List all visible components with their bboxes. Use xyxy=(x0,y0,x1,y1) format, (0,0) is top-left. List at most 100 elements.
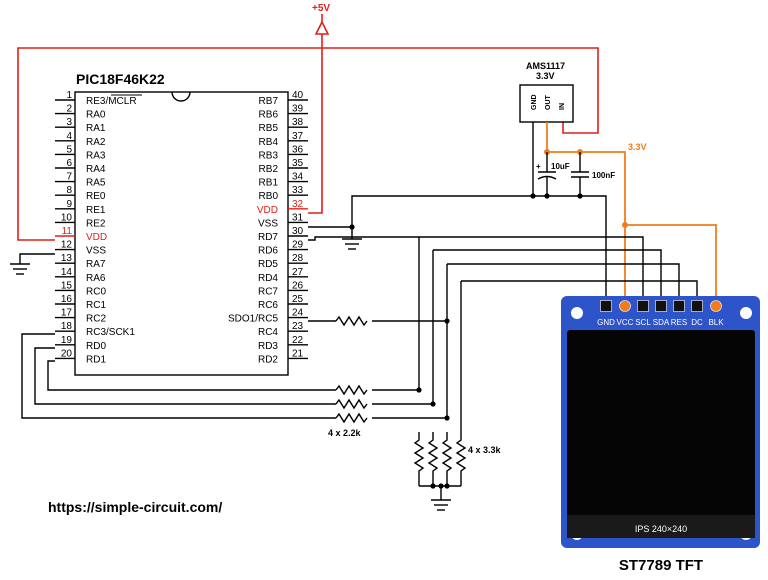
pin-label: RA1 xyxy=(86,123,106,134)
tft-pin-label: GND xyxy=(597,318,615,327)
pin-label: RC3/SCK1 xyxy=(86,327,135,338)
pin-number: 17 xyxy=(61,308,73,319)
junction xyxy=(530,193,536,199)
wire-gnd-tft xyxy=(533,195,607,303)
mcu: PIC18F46K22 1RE3/MCLR2RA03RA14RA25RA36RA… xyxy=(55,71,308,376)
tft-pin-pad xyxy=(710,300,722,312)
pin-label: RB1 xyxy=(259,178,279,189)
tft-pin-pad xyxy=(637,300,649,312)
pin-number: 35 xyxy=(292,158,304,169)
pin-number: 34 xyxy=(292,172,304,183)
pin-number: 27 xyxy=(292,267,304,278)
wire-vss-right xyxy=(308,195,533,228)
pin-label: VSS xyxy=(86,246,106,257)
pin-number: 20 xyxy=(61,348,73,359)
wire-rd0 xyxy=(34,347,336,405)
pin-number: 8 xyxy=(66,185,72,196)
pin-number: 6 xyxy=(66,158,72,169)
regulator-voltage: 3.3V xyxy=(536,71,555,81)
tft-pin-label: SDA xyxy=(653,318,670,327)
tft-pin-label: RES xyxy=(671,318,687,327)
resistor-rc5 xyxy=(335,315,368,327)
mcu-body xyxy=(74,91,289,376)
pin-number: 13 xyxy=(61,253,73,264)
pin-label: RC7 xyxy=(258,286,278,297)
wire-5v-regulator xyxy=(322,47,599,134)
wire-rc3 xyxy=(21,333,336,419)
pin-label: RA5 xyxy=(86,178,106,189)
junction xyxy=(430,401,436,407)
pin-number: 36 xyxy=(292,144,304,155)
junction xyxy=(544,193,550,199)
tft-pin-label: VCC xyxy=(617,318,634,327)
pin-number: 4 xyxy=(66,131,72,142)
tft-pin-pad xyxy=(673,300,685,312)
resistor-series xyxy=(335,398,368,410)
junction xyxy=(430,483,436,489)
series-resistors-label: 4 x 2.2k xyxy=(328,428,362,438)
pulldown-resistor xyxy=(413,432,425,486)
cap1-plate-curved xyxy=(537,175,557,180)
junction xyxy=(438,483,444,489)
pin-label: RC2 xyxy=(86,314,106,325)
tft-pin-label: BLK xyxy=(708,318,724,327)
regulator-name: AMS1117 xyxy=(526,61,565,71)
pin-label: RC6 xyxy=(258,300,278,311)
pin-label: RE0 xyxy=(86,191,106,202)
pin-label: RA2 xyxy=(86,137,106,148)
wire-5v-left xyxy=(17,34,323,241)
pin-number: 5 xyxy=(66,144,72,155)
wire-scl xyxy=(419,236,644,303)
wire-3v3-vcc xyxy=(580,151,626,303)
pin-number: 31 xyxy=(292,212,304,223)
pulldown-resistor xyxy=(441,432,453,486)
junction xyxy=(444,415,450,421)
pin-number: 25 xyxy=(292,294,304,305)
pin-label: RB2 xyxy=(259,164,279,175)
pin-label: RD2 xyxy=(258,354,278,365)
pin-number: 10 xyxy=(61,212,73,223)
pin-label: RC4 xyxy=(258,327,278,338)
pin-number: 30 xyxy=(292,226,304,237)
mcu-name: PIC18F46K22 xyxy=(76,71,165,87)
pin-number: 3 xyxy=(66,117,72,128)
resistor-series xyxy=(335,412,368,424)
tft-pin-pad xyxy=(600,300,612,312)
website-url: https://simple-circuit.com/ xyxy=(48,499,222,515)
supply-arrow xyxy=(314,20,330,35)
regulator-pin-gnd: GND xyxy=(531,94,538,110)
regulator-pin-out: OUT xyxy=(545,95,552,111)
pin-label: RC0 xyxy=(86,286,106,297)
pin-number: 26 xyxy=(292,280,304,291)
pin-label: RB5 xyxy=(259,123,279,134)
pin-label: RD0 xyxy=(86,341,106,352)
pin-number: 24 xyxy=(292,308,304,319)
tft-screen xyxy=(567,330,755,538)
ground-wiring xyxy=(10,193,607,303)
signal-wiring: 4 x 2.2k 4 x 3.3k xyxy=(21,236,698,511)
mount-hole xyxy=(571,307,583,319)
tft-screen-bezel xyxy=(567,515,755,538)
junction xyxy=(622,222,628,228)
pin-number: 38 xyxy=(292,117,304,128)
pin-label: RA3 xyxy=(86,150,106,161)
pin-label: RB3 xyxy=(259,150,279,161)
tft-pin-pad xyxy=(619,300,631,312)
pin-number: 14 xyxy=(61,267,73,278)
pin-label: RD1 xyxy=(86,354,106,365)
rail-label: 3.3V xyxy=(628,142,647,152)
pin-number: 2 xyxy=(66,104,72,115)
pin-label: RC1 xyxy=(86,300,106,311)
pin-label: RD4 xyxy=(258,273,278,284)
mount-hole xyxy=(740,307,752,319)
power-wiring: +5V xyxy=(17,3,599,241)
pin-label: RE3/MCLR xyxy=(86,96,137,107)
capacitors: + 10uF 100nF xyxy=(536,152,615,196)
pin-number: 40 xyxy=(292,90,304,101)
wire-vss-left xyxy=(19,253,55,264)
pin-label: RA6 xyxy=(86,273,106,284)
pin-number: 16 xyxy=(61,294,73,305)
